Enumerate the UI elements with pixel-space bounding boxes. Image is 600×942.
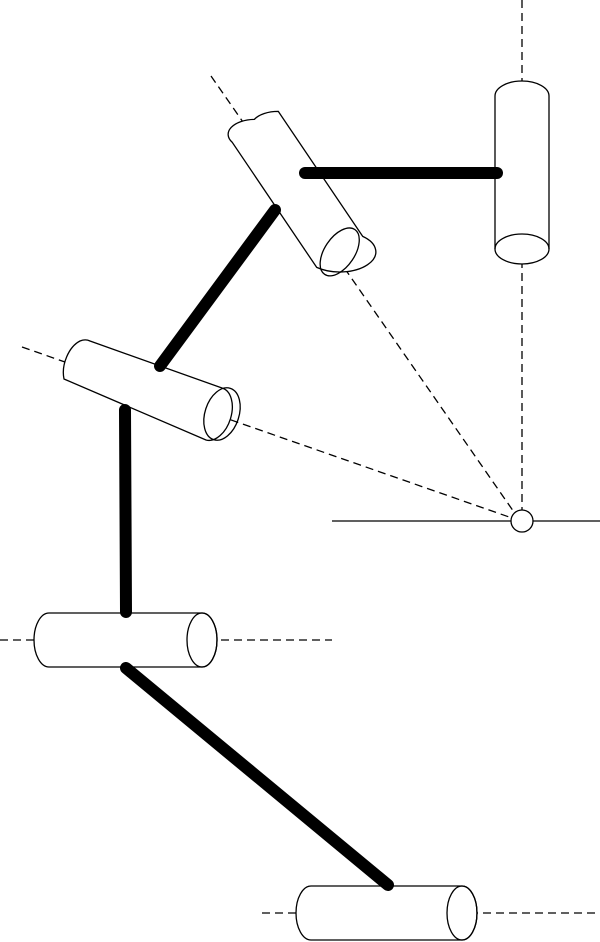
cylinder-joint-4 <box>33 612 218 668</box>
inclined-axis-line-middle <box>21 346 513 519</box>
cylinder-joint-5 <box>295 885 478 941</box>
cylinder-joint-2 <box>227 110 377 277</box>
base-pivot-circle <box>510 509 534 533</box>
links <box>119 167 503 891</box>
link-4 <box>120 662 394 891</box>
link-2 <box>154 204 281 372</box>
cylinder-joint-1 <box>494 80 550 265</box>
link-3 <box>119 404 132 618</box>
inclined-axis-line-upper <box>210 75 517 516</box>
cylinder-joint-3 <box>62 339 241 442</box>
